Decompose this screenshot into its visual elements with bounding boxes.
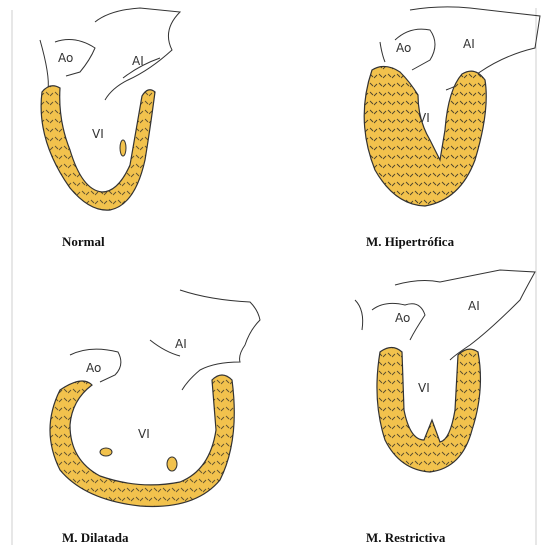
label-ventricle: VI — [138, 427, 150, 441]
label-atrium: AI — [463, 37, 475, 51]
heart-normal: Ao AI VI — [40, 8, 180, 210]
label-ventricle: VI — [418, 381, 430, 395]
label-atrium: AI — [175, 337, 187, 351]
label-ventricle: VI — [92, 127, 104, 141]
heart-restrictive: Ao AI VI — [355, 270, 535, 472]
heart-hypertrophic: Ao AI VI — [364, 7, 540, 206]
label-aorta: Ao — [395, 311, 410, 325]
caption-restrictive: M. Restrictiva — [366, 530, 445, 546]
label-ventricle: VI — [418, 111, 430, 125]
caption-hypertrophic: M. Hipertrófica — [366, 234, 454, 250]
heart-dilated: Ao AI VI — [50, 290, 260, 506]
label-aorta: Ao — [396, 41, 411, 55]
label-aorta: Ao — [58, 51, 73, 65]
label-aorta: Ao — [86, 361, 101, 375]
caption-normal: Normal — [62, 234, 105, 250]
caption-dilated: M. Dilatada — [62, 530, 128, 546]
label-atrium: AI — [468, 299, 480, 313]
label-atrium: AI — [132, 54, 144, 68]
